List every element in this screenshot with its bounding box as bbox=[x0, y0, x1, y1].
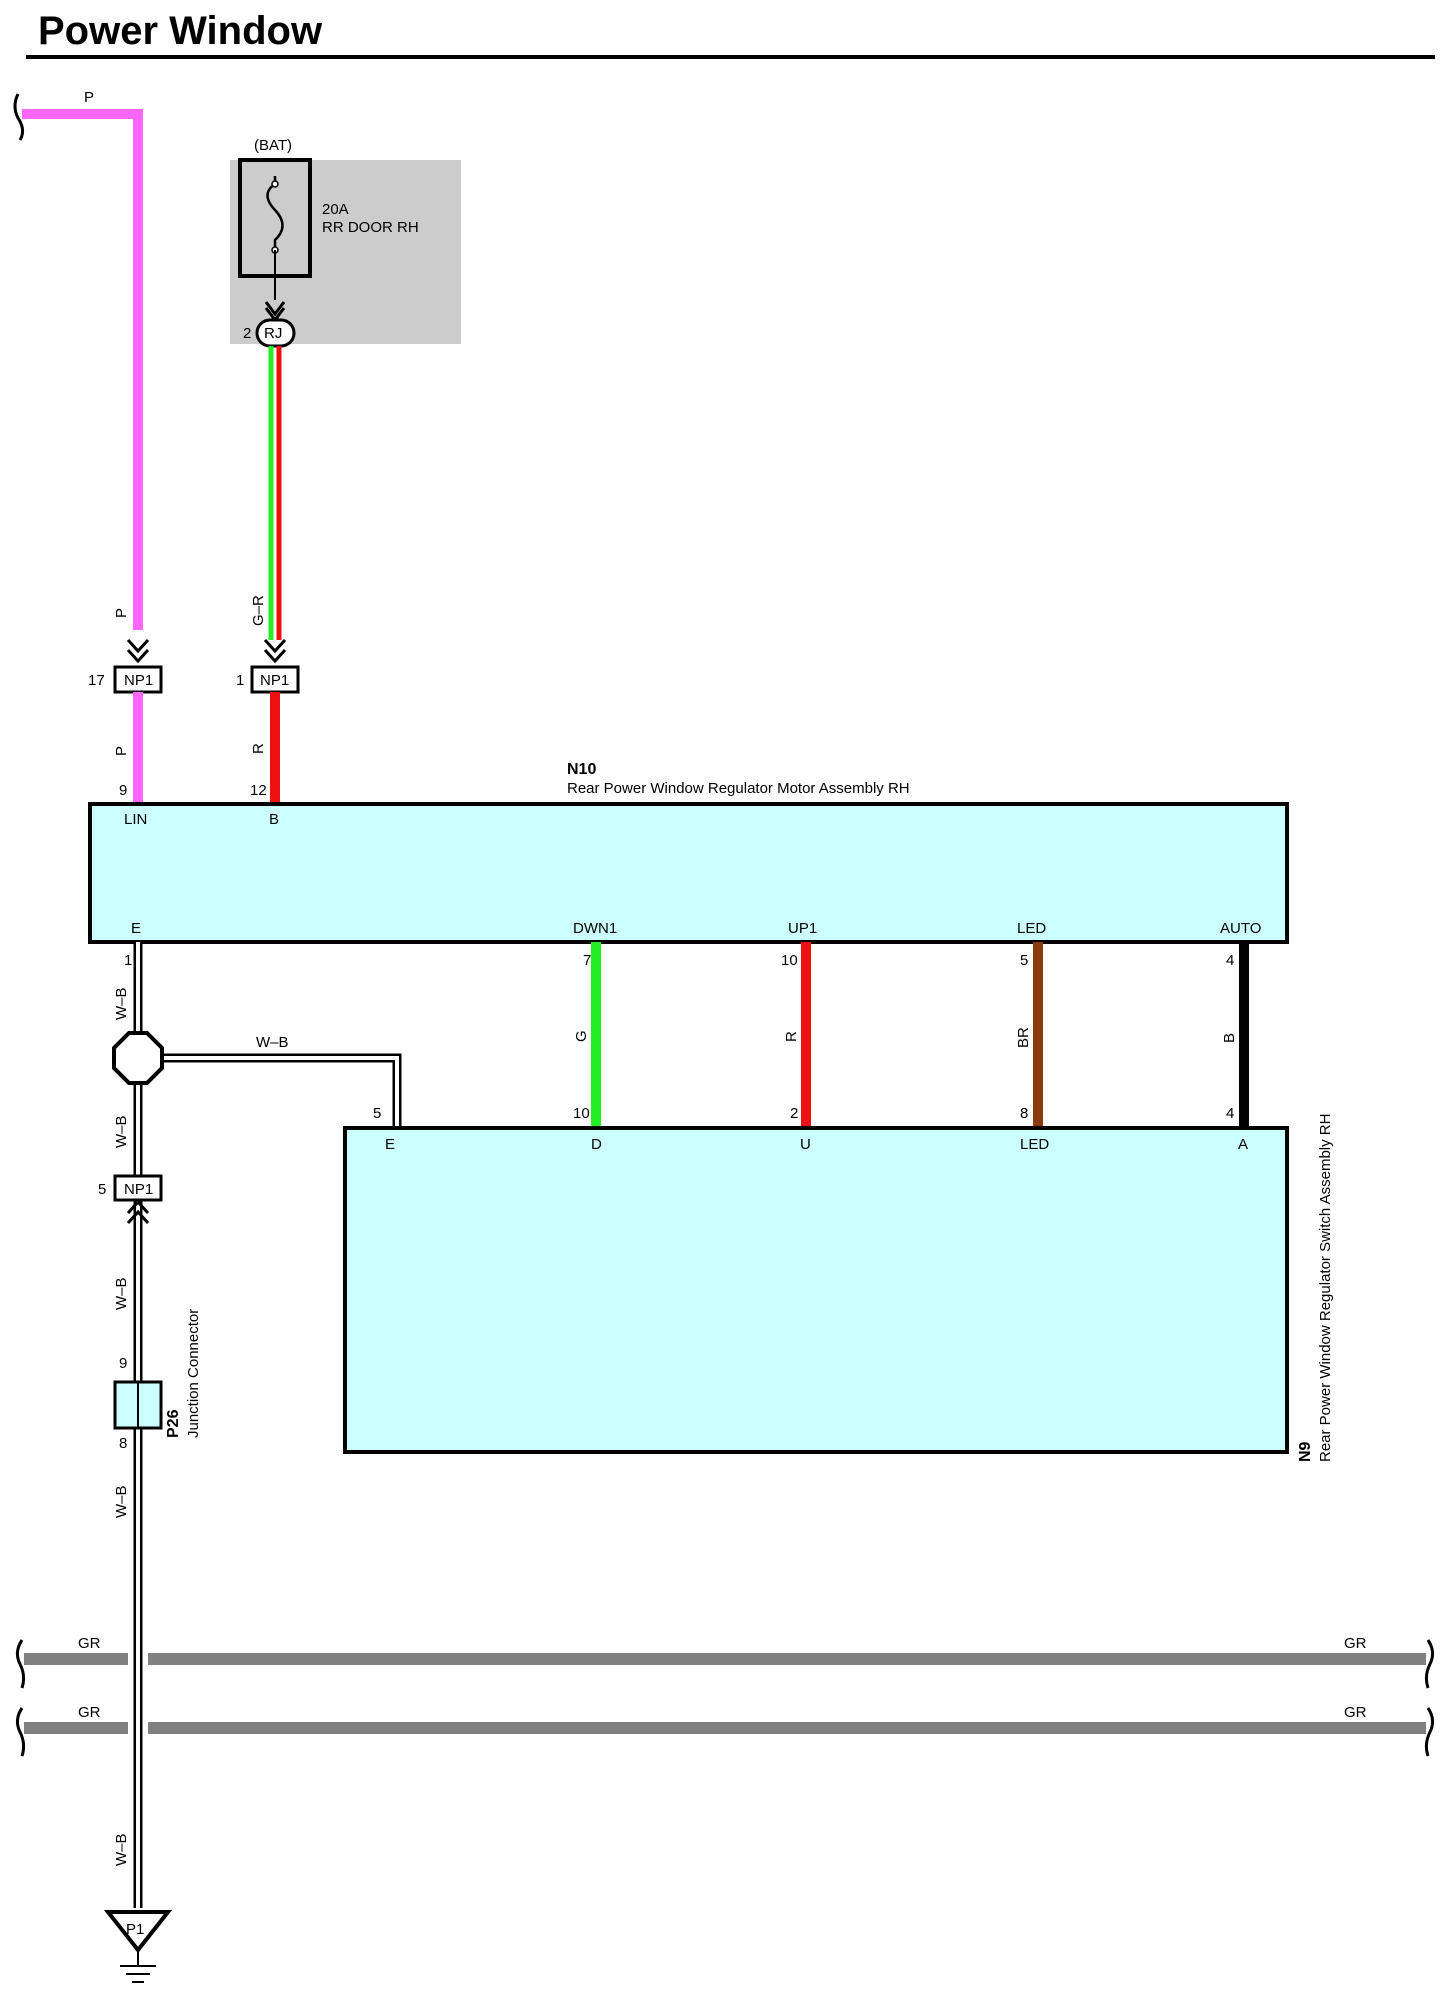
rj-pin: 2 bbox=[243, 325, 251, 342]
wire-gr-2-right-label: GR bbox=[1344, 1704, 1367, 1721]
n9-led-label: LED bbox=[1020, 1136, 1049, 1153]
wire-p-top bbox=[22, 109, 143, 630]
wire-wb-bottom-label: W–B bbox=[113, 1833, 130, 1866]
n10-up1-label: UP1 bbox=[788, 920, 817, 937]
n10-auto-pin-num: 4 bbox=[1226, 952, 1234, 969]
np1-5-pin: 5 bbox=[98, 1181, 106, 1198]
n9-a-label: A bbox=[1238, 1136, 1248, 1153]
n10-led-pin-num: 5 bbox=[1020, 952, 1028, 969]
wire-r-label: R bbox=[783, 1031, 800, 1042]
n10-dwn1-pin-num: 7 bbox=[583, 952, 591, 969]
fuse-icon bbox=[266, 176, 284, 250]
wire-gr-2-left-label: GR bbox=[78, 1704, 101, 1721]
wire-break-symbol bbox=[13, 93, 25, 141]
rj-connector bbox=[255, 318, 296, 348]
wire-wb-mid-label: W–B bbox=[113, 1115, 130, 1148]
splice-point bbox=[112, 1031, 164, 1085]
n10-lin-label: LIN bbox=[124, 811, 147, 828]
fuse-rating: 20A bbox=[322, 201, 349, 218]
n9-u-pin-num: 2 bbox=[790, 1105, 798, 1122]
np1-5-arrow bbox=[126, 1199, 150, 1225]
wire-wb-lower-label: W–B bbox=[113, 1277, 130, 1310]
fuse-box-area bbox=[230, 160, 461, 344]
ground-icon bbox=[120, 1950, 156, 1983]
np1-5-name: NP1 bbox=[124, 1181, 153, 1198]
p26-pin-bottom: 8 bbox=[119, 1435, 127, 1452]
n9-u-label: U bbox=[800, 1136, 811, 1153]
n10-module bbox=[88, 802, 1289, 944]
wire-p-vertical-label: P bbox=[113, 608, 130, 618]
gr-1-right-break-symbol bbox=[1424, 1639, 1435, 1689]
n10-up1-pin-num: 10 bbox=[781, 952, 798, 969]
n9-led-pin-num: 8 bbox=[1020, 1105, 1028, 1122]
wire-b-label: B bbox=[1221, 1033, 1238, 1043]
wire-gr-1-right-label: GR bbox=[1344, 1635, 1367, 1652]
rj-connector-name: RJ bbox=[264, 325, 282, 342]
n10-name: Rear Power Window Regulator Motor Assemb… bbox=[567, 780, 910, 797]
n10-lin-pin-num: 9 bbox=[119, 782, 127, 799]
n9-d-pin-num: 10 bbox=[573, 1105, 590, 1122]
np1-17-arrow bbox=[126, 638, 150, 664]
wire-br-label: BR bbox=[1015, 1027, 1032, 1048]
n9-e-label: E bbox=[385, 1136, 395, 1153]
wire-p-mid-label: P bbox=[113, 746, 130, 756]
p26-id: P26 bbox=[165, 1409, 182, 1438]
fuse-terminal-top bbox=[271, 180, 279, 188]
fuse-name: RR DOOR RH bbox=[322, 219, 419, 236]
n9-id: N9 bbox=[1297, 1441, 1314, 1462]
wire-g-label: G bbox=[573, 1030, 590, 1042]
gr-2-right-break-symbol bbox=[1424, 1707, 1435, 1757]
n10-e-label: E bbox=[131, 920, 141, 937]
n10-dwn1-label: DWN1 bbox=[573, 920, 617, 937]
wire-gr-1-left-label: GR bbox=[78, 1635, 101, 1652]
wire-wb-e-label: W–B bbox=[113, 987, 130, 1020]
p26-name: Junction Connector bbox=[185, 1309, 202, 1438]
n9-e-pin-num: 5 bbox=[373, 1105, 381, 1122]
n9-module bbox=[343, 1126, 1289, 1454]
gr-2-left-break-symbol bbox=[15, 1707, 26, 1757]
wire-p-top-label: P bbox=[84, 89, 94, 106]
wire-wb-branch bbox=[138, 1053, 402, 1128]
fuse-source-label: (BAT) bbox=[254, 137, 292, 154]
wire-wb-p26-label: W–B bbox=[113, 1485, 130, 1518]
n10-b-pin-num: 12 bbox=[250, 782, 267, 799]
wire-r-mid-label: R bbox=[250, 743, 267, 754]
np1-1-name: NP1 bbox=[260, 672, 289, 689]
page-title: Power Window bbox=[38, 9, 323, 53]
p26-pin-top: 9 bbox=[119, 1355, 127, 1372]
n9-d-label: D bbox=[591, 1136, 602, 1153]
n10-b-label: B bbox=[269, 811, 279, 828]
wire-wb-branch-label: W–B bbox=[256, 1034, 289, 1051]
np1-17-pin: 17 bbox=[88, 672, 105, 689]
n10-led-label: LED bbox=[1017, 920, 1046, 937]
n10-auto-label: AUTO bbox=[1220, 920, 1261, 937]
ground-p1-triangle bbox=[103, 1910, 173, 1954]
np1-1-arrow bbox=[263, 638, 287, 664]
n10-e-pin-num: 1 bbox=[124, 952, 132, 969]
wire-gr-label: G–R bbox=[250, 595, 267, 626]
np1-1-pin: 1 bbox=[236, 672, 244, 689]
np1-17-name: NP1 bbox=[124, 672, 153, 689]
gr-1-left-break-symbol bbox=[15, 1639, 26, 1689]
np1-1-connector bbox=[250, 665, 300, 694]
n10-id: N10 bbox=[567, 761, 596, 778]
ground-p1-id: P1 bbox=[126, 1921, 144, 1938]
n9-name: Rear Power Window Regulator Switch Assem… bbox=[1317, 1114, 1334, 1462]
n9-a-pin-num: 4 bbox=[1226, 1105, 1234, 1122]
